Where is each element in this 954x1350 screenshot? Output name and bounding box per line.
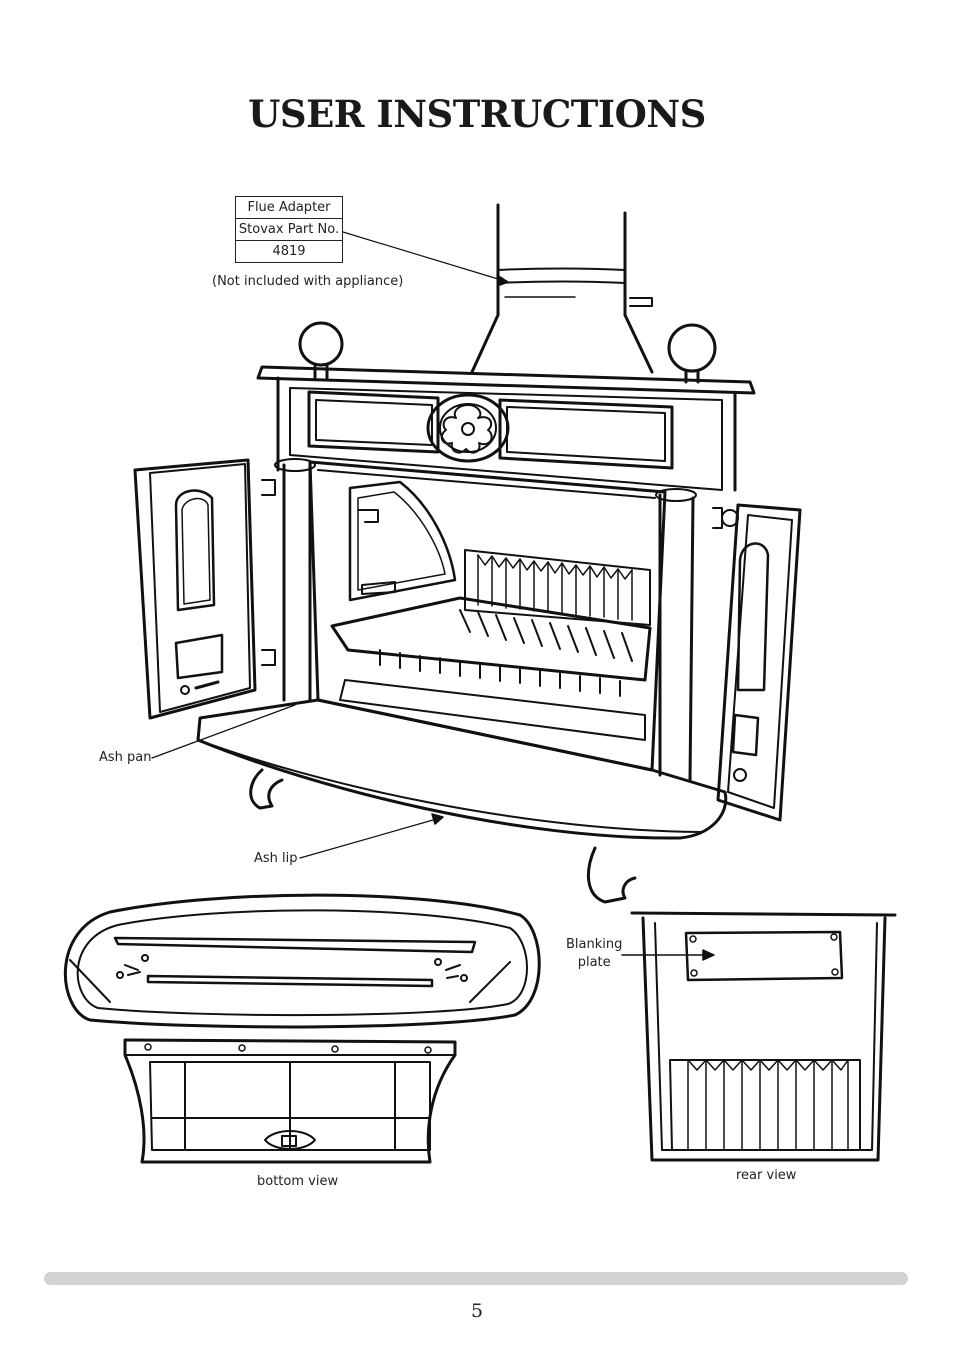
rear-view-caption: rear view [736,1168,797,1183]
page-title: USER INSTRUCTIONS [248,92,706,136]
part-table-row: Flue Adapter [235,196,343,219]
blanking-plate-label-line: Blanking [566,937,623,952]
rear-view-drawing [630,911,897,1162]
bottom-view-caption: bottom view [257,1174,339,1189]
top-plate [256,365,756,492]
part-table-row: 4819 [235,240,343,263]
door-left [133,458,276,720]
hearth-base [196,698,728,904]
part-availability-note: (Not included with appliance) [212,274,404,289]
blanking-plate-label: Blanking plate [566,936,622,972]
knob-right [667,323,717,384]
page-number: 5 [470,1300,484,1322]
door-right [712,503,802,822]
front-frieze [289,387,723,491]
ash-lip-label: Ash lip [254,851,298,866]
bottom-view-drawing [64,893,541,1164]
firebox [274,458,697,782]
flue-adapter-part-table: Flue Adapter Stovax Part No. 4819 [235,196,343,263]
flue-pipe [470,203,654,374]
footer-divider [44,1272,908,1285]
blanking-plate-label-line: plate [577,955,611,970]
grate [330,596,652,741]
ash-pan-label: Ash pan [99,750,152,765]
stove-illustration [64,203,897,1164]
